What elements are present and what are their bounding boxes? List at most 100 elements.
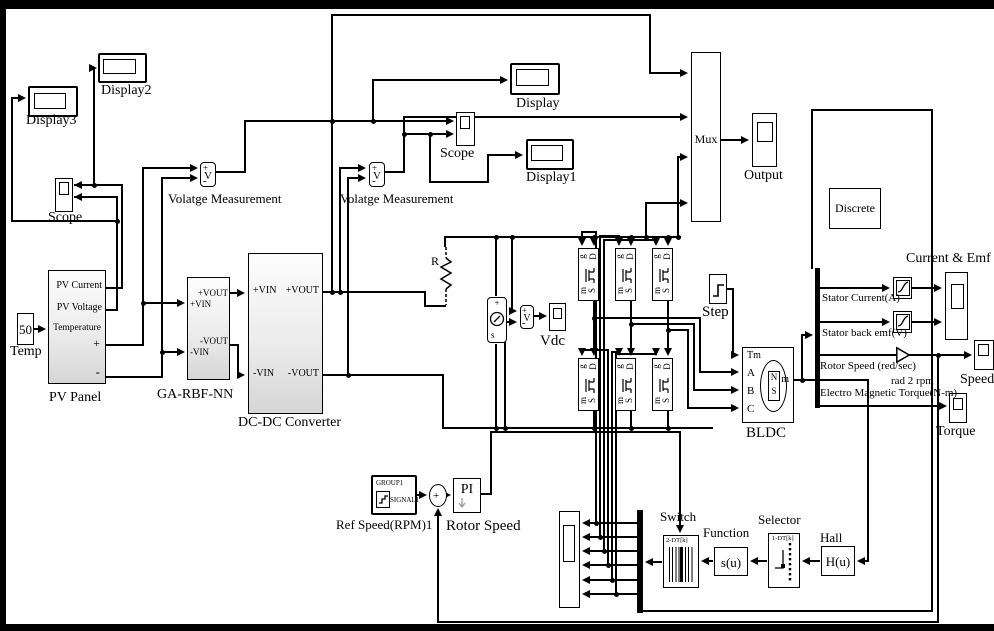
block-temp-constant[interactable]: 50 [17, 313, 34, 345]
pv-panel-text: - [95, 364, 100, 379]
ga-rbf-nn-label: GA-RBF-NN [157, 387, 234, 402]
arrowhead [446, 130, 454, 138]
block-rad2rpm-gain[interactable] [896, 346, 911, 364]
block-vdc-scope[interactable] [549, 303, 566, 331]
block-function[interactable]: s(u) [714, 547, 748, 576]
dcdc-converter-text: -VIN [253, 368, 275, 379]
block-current-emf-scope[interactable] [945, 272, 968, 340]
junction-dot [628, 321, 634, 327]
junction-dot [665, 234, 671, 240]
wire-gate-o3 [589, 550, 638, 552]
block-transfer1[interactable] [893, 277, 912, 299]
display-screen [516, 69, 549, 86]
block-voltage-measurement3[interactable]: +-V [520, 305, 534, 329]
wire-display-feed [372, 79, 374, 122]
block-scope-top[interactable] [456, 112, 475, 146]
wire-speed-feedback [437, 514, 439, 623]
ref-speed-label: Ref Speed(RPM)1 [336, 517, 433, 532]
block-r-resistor[interactable] [438, 246, 454, 306]
signal-builder-icon [376, 491, 390, 508]
hall-label: Hall [820, 530, 843, 545]
arrowhead [590, 238, 598, 246]
temp-label: Temp [10, 344, 42, 359]
wire-vm1-out-to-scope [244, 120, 246, 173]
block-display[interactable] [510, 63, 560, 95]
arrowhead [701, 557, 709, 565]
arrowhead [676, 525, 684, 533]
block-ga-rbf-nn[interactable]: +VOUT+VIN-VOUT-VIN [187, 277, 230, 380]
function-text: s(u) [720, 555, 742, 570]
block-display3[interactable] [28, 86, 78, 117]
block-output-scope[interactable] [752, 113, 777, 167]
arrowhead [750, 557, 758, 565]
wire-phase-a [699, 317, 701, 373]
wire-m-to-hall [793, 379, 869, 381]
block-voltage-measurement1[interactable]: +-V [200, 162, 216, 187]
wire-vdc-feed [533, 315, 541, 317]
arrowhead [615, 238, 623, 246]
block-transfer2[interactable] [893, 311, 912, 333]
block-demux-bar[interactable] [815, 268, 820, 408]
pv-panel-text: PV Voltage [56, 302, 102, 313]
block-torque-scope[interactable] [949, 393, 967, 423]
arrowhead [964, 351, 972, 359]
wire-gate-g5 [611, 351, 613, 581]
block-hall[interactable]: H(u) [821, 546, 855, 576]
block-voltage-measurement2[interactable]: +-V [369, 162, 385, 187]
display1-label: Display1 [526, 170, 577, 185]
arrowhead [652, 238, 660, 246]
block-scope-left[interactable] [55, 178, 73, 212]
block-mux[interactable]: Mux [691, 52, 721, 222]
dcdc-converter-text: +VIN [253, 285, 277, 296]
wire-mux-out [720, 139, 743, 141]
junction-dot [591, 315, 597, 321]
arrowhead [190, 174, 198, 182]
wire-gate-g2 [599, 235, 620, 237]
wire-display2-feed [93, 67, 95, 186]
bldc-text: C [747, 403, 755, 415]
arrowhead [731, 404, 739, 412]
block-selector[interactable]: 1-DT[k] [768, 533, 800, 588]
block-step[interactable] [709, 274, 727, 304]
block-sum-junction[interactable]: + [429, 484, 447, 507]
voltage-measurement1-text: - [203, 175, 207, 187]
bldc-text: A [747, 367, 755, 379]
wire-pv-voltage-to-scope [74, 196, 118, 198]
wire-vm1-out-to-scope [215, 171, 246, 173]
arrowhead [627, 348, 635, 356]
block-gate-bar[interactable] [637, 510, 643, 613]
junction-dot [337, 289, 343, 295]
wire-pv-voltage-to-scope [105, 309, 118, 311]
arrowhead [434, 508, 442, 516]
block-display1[interactable] [526, 139, 574, 170]
block-gate-block[interactable] [559, 511, 580, 608]
block-dcdc-converter[interactable]: +VIN+VOUT-VIN-VOUT [248, 253, 323, 414]
wire-dcdc-out-plus [424, 305, 446, 307]
block-discrete[interactable]: Discrete [829, 188, 881, 229]
block-speed-scope[interactable] [974, 340, 994, 370]
arrowhead [731, 368, 739, 376]
wire-pv-minus-to-vm1 [161, 177, 192, 179]
wire-right-loop [811, 109, 813, 269]
display3-label: Display3 [26, 113, 77, 128]
block-display2[interactable] [98, 53, 147, 83]
wire-ga-out-plus [229, 292, 239, 294]
wire-gate-g2 [618, 235, 620, 240]
wire-phase-c [687, 329, 689, 409]
block-switch[interactable]: 2-DT[k] [663, 535, 699, 588]
wire-pv-plus-to-vm1 [142, 167, 192, 169]
wire-gate-g3 [603, 239, 605, 552]
block-dc-source[interactable]: +s [487, 297, 507, 343]
block-pi-controller[interactable]: PI [453, 478, 481, 513]
pi-controller-text: PI [460, 482, 474, 497]
arrowhead [515, 151, 523, 159]
